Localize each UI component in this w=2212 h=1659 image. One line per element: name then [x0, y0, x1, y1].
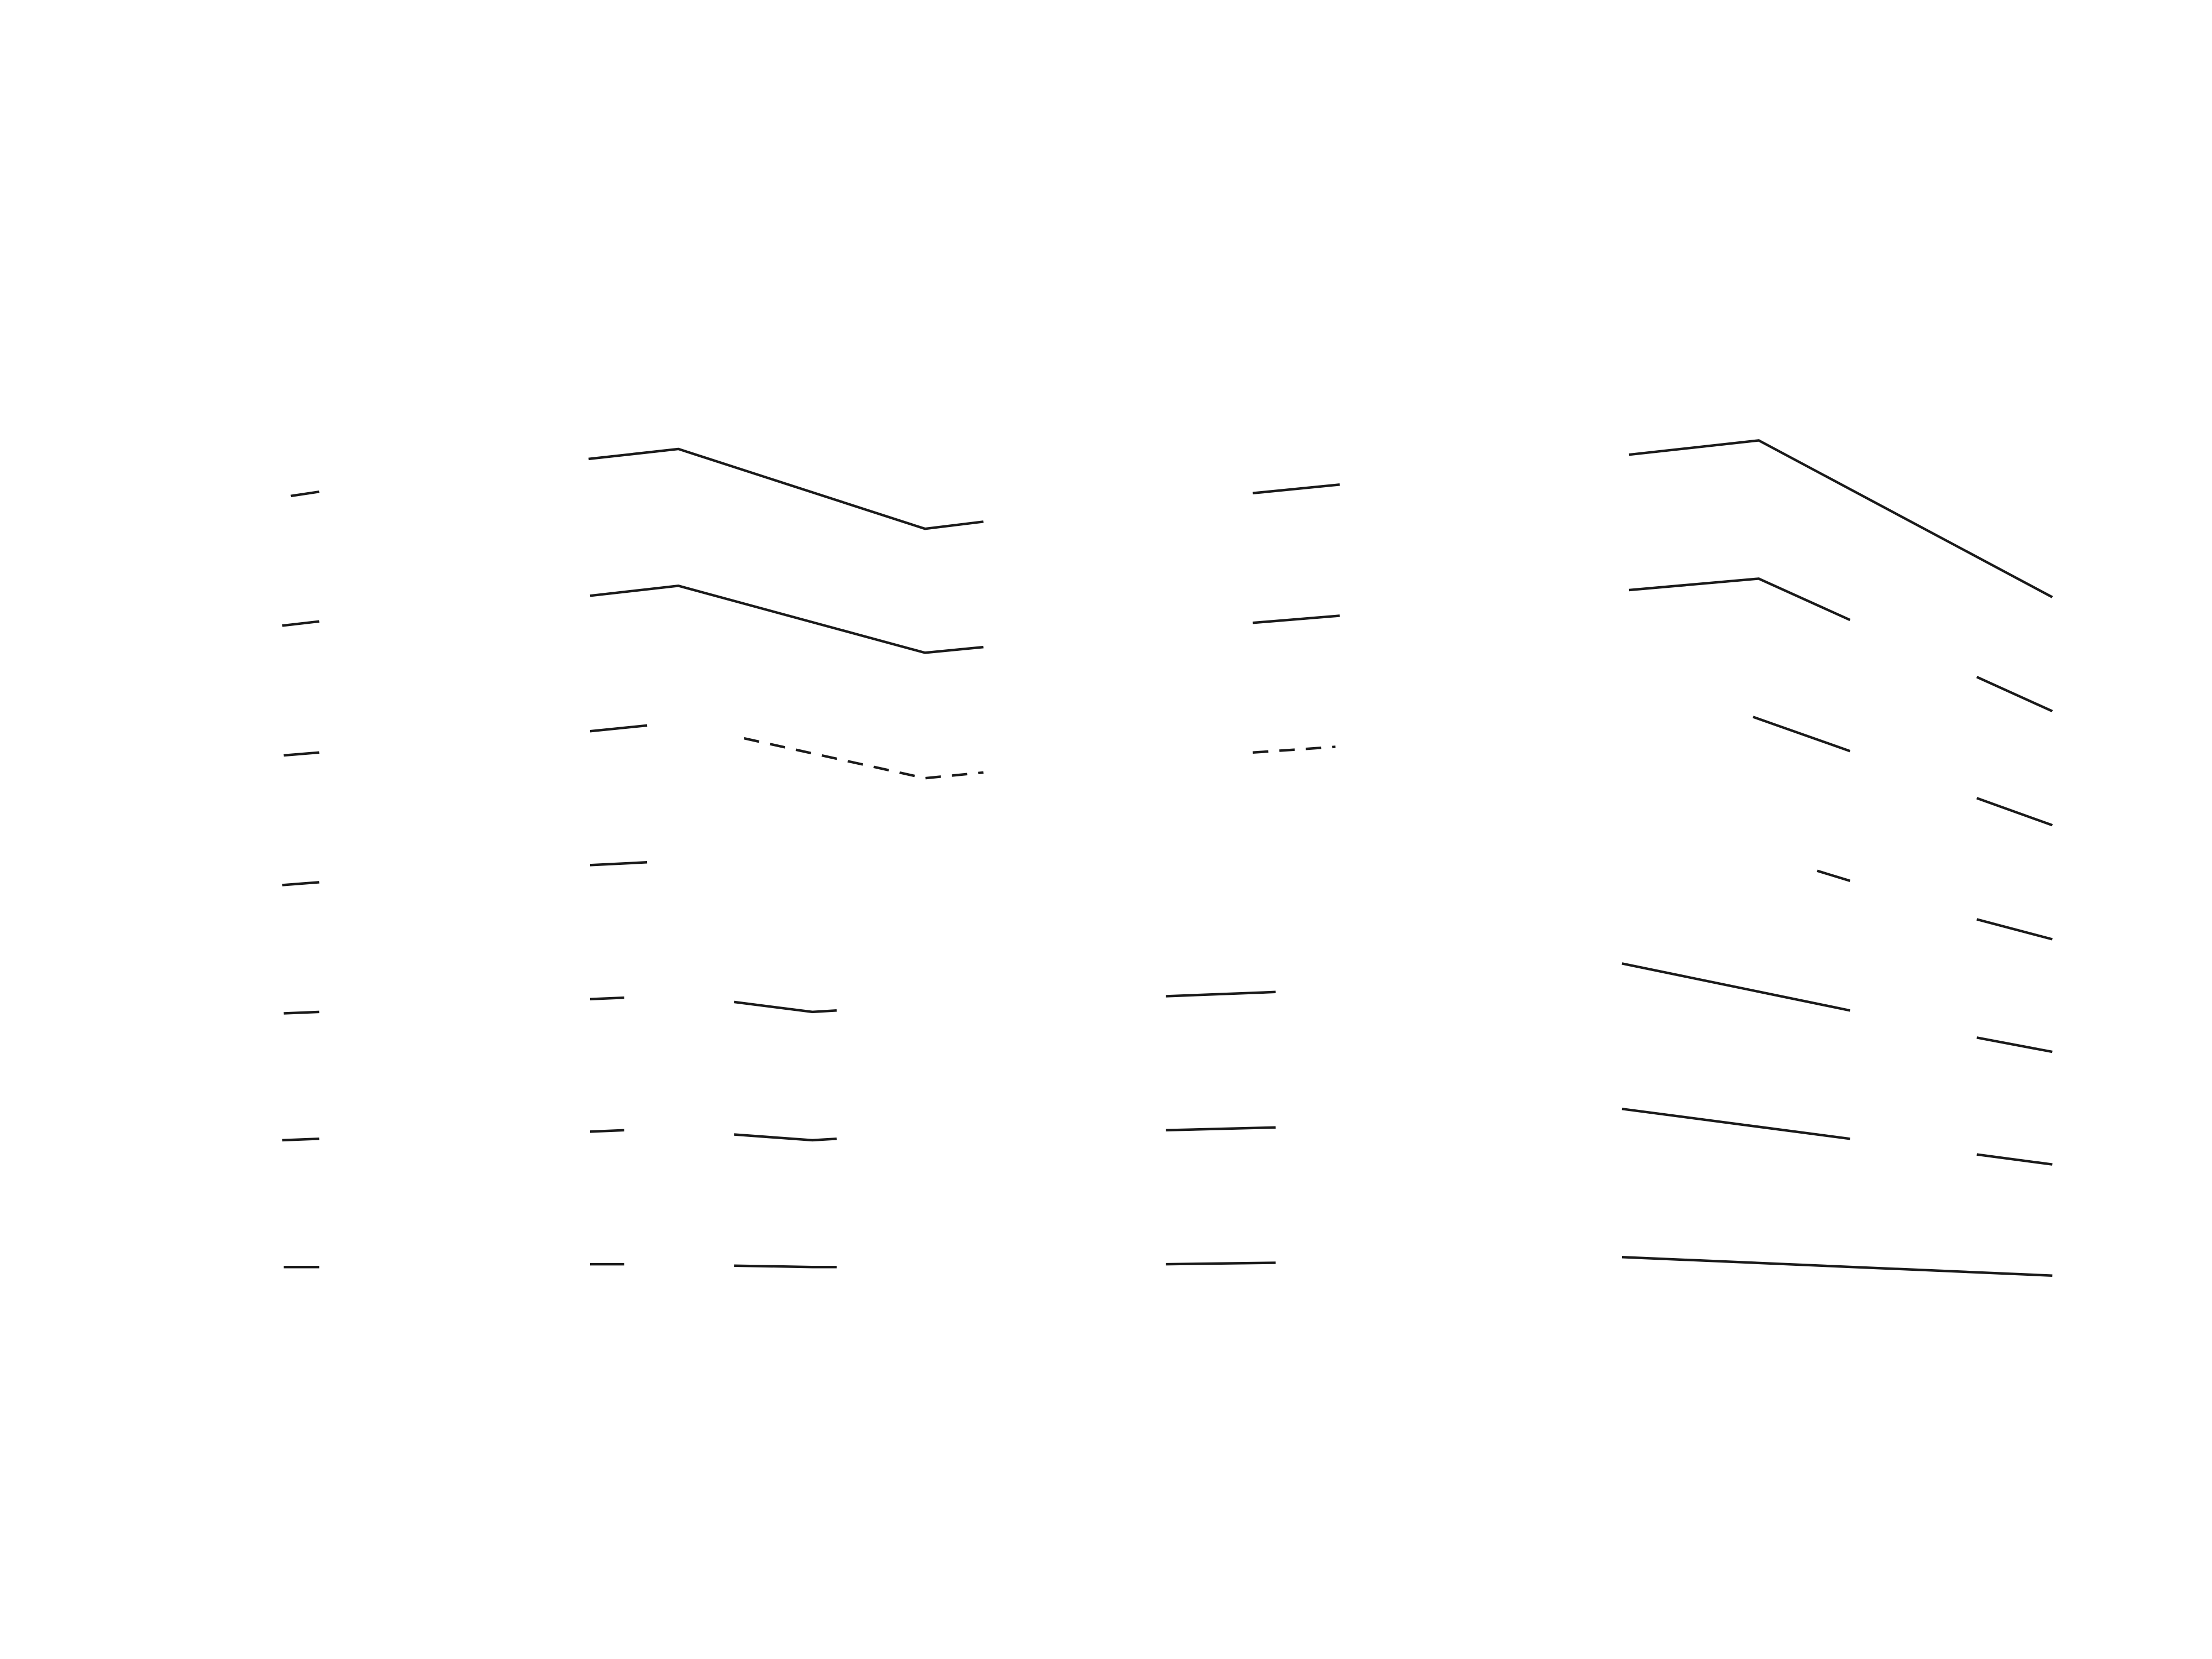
col4-seg-6b — [1976, 1153, 2053, 1166]
col1-seg-3 — [283, 751, 320, 757]
col3-seg-5 — [1166, 990, 1276, 998]
col4-seg-7 — [1621, 1255, 2053, 1277]
col1-seg-4 — [282, 881, 320, 886]
col2-dash-3b — [743, 737, 984, 780]
col4-seg-5b — [1976, 1036, 2053, 1053]
col3-seg-1 — [1253, 483, 1340, 495]
line-segments — [282, 439, 2053, 1277]
col4-poly-1 — [1629, 439, 2053, 598]
col4-seg-5a — [1621, 962, 1850, 1012]
col2-seg-6a — [589, 1129, 624, 1133]
col2-seg-4 — [589, 861, 648, 867]
col1-seg-5 — [283, 1010, 320, 1015]
col4-seg-3a — [1752, 716, 1851, 753]
col2-seg-7b — [734, 1264, 837, 1269]
col3-dash-3 — [1253, 745, 1336, 754]
col4-seg-6a — [1621, 1107, 1850, 1140]
col2-poly-1 — [588, 447, 984, 530]
col1-seg-6 — [282, 1138, 320, 1142]
col1-seg-1 — [290, 490, 320, 498]
col2-seg-5b — [734, 1000, 837, 1014]
col4-poly-2 — [1629, 577, 1851, 622]
col2-seg-5a — [589, 996, 624, 1000]
col3-seg-6 — [1166, 1126, 1276, 1132]
col2-seg-6b — [734, 1133, 837, 1142]
col1-seg-2 — [282, 620, 320, 627]
col2-poly-2 — [589, 585, 984, 654]
col4-seg-2b — [1976, 676, 2053, 713]
col3-seg-2 — [1253, 614, 1340, 624]
col4-seg-4b — [1976, 918, 2053, 941]
col4-seg-4a — [1817, 869, 1851, 882]
col4-seg-3b — [1976, 797, 2053, 827]
col2-seg-3a — [589, 724, 648, 733]
col3-seg-7 — [1166, 1261, 1276, 1266]
